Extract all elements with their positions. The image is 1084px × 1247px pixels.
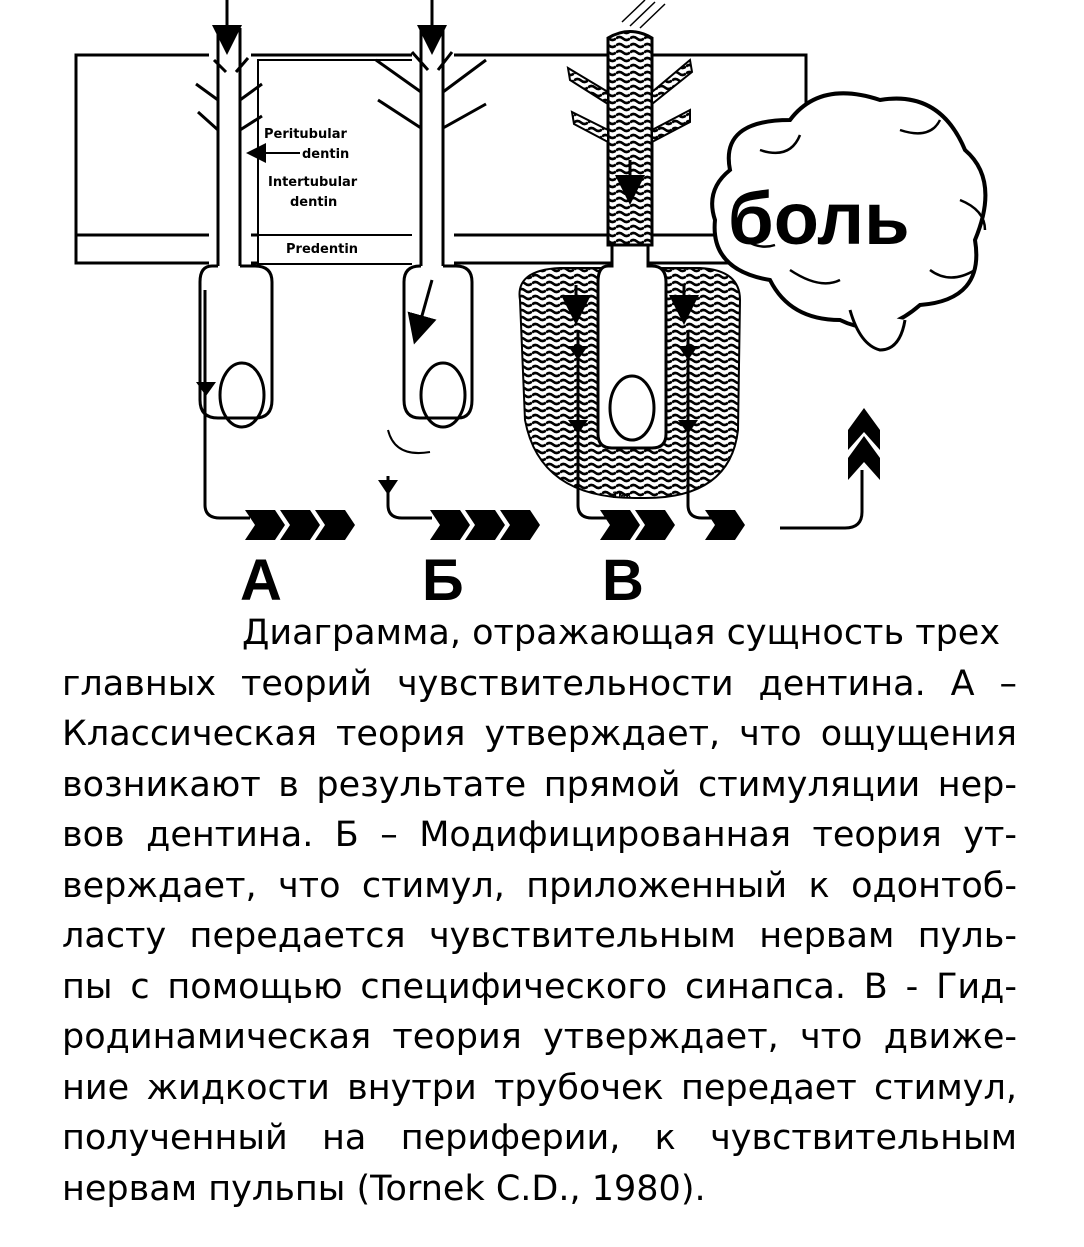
caption-line: ние жидкости внутри трубочек передает ст… xyxy=(62,1067,1017,1108)
caption-line: полученный на периферии, к чувствительны… xyxy=(62,1118,1017,1158)
synapse-mark: 1мк xyxy=(612,491,632,501)
ascending-chevrons xyxy=(848,408,880,480)
theory-a-label: А xyxy=(240,548,282,613)
intertubular-dentin-label: dentin xyxy=(290,195,337,210)
dentin-labels: Peritubular dentin Intertubular dentin P… xyxy=(246,127,358,257)
caption-line: возникают в результате прямой стимуляции… xyxy=(62,764,1017,805)
stimulus-rays-c xyxy=(621,0,666,29)
dentin-sensitivity-diagram: 1мк боль Peritubular dentin Intertubular… xyxy=(74,0,988,613)
signal-chevrons-c xyxy=(600,510,745,540)
odontoblast-a xyxy=(195,0,355,540)
caption-line: верждает, что стимул, приложенный к одон… xyxy=(62,865,1017,906)
theory-c-label: В xyxy=(602,548,644,613)
peritubular-label: Peritubular xyxy=(264,127,347,142)
figure-caption: Диаграмма, отражающая сущность трех глав… xyxy=(62,608,1017,1214)
predentin-label: Predentin xyxy=(286,242,358,257)
caption-line: нервам пульпы (Tornek C.D., 1980). xyxy=(62,1168,706,1209)
caption-line: родинамическая теория утверждает, что дв… xyxy=(62,1017,1017,1057)
caption-line: Диаграмма, отражающая сущность трех xyxy=(242,613,1001,653)
odontoblast-c: 1мк xyxy=(518,0,880,540)
peritubular-dentin-label: dentin xyxy=(302,147,349,162)
caption-line: ласту передается чувствительным нервам п… xyxy=(62,916,1017,956)
pain-label: боль xyxy=(728,177,910,260)
dentin-layer xyxy=(74,53,808,265)
caption-line: главных теорий чувствительности дентина.… xyxy=(62,663,1017,704)
signal-chevrons-b xyxy=(430,510,540,540)
brain-illustration: боль xyxy=(710,91,988,352)
signal-chevrons-a xyxy=(245,510,355,540)
theory-b-label: Б xyxy=(422,548,464,613)
caption-line: пы с помощью специфического синапса. В -… xyxy=(62,966,1017,1007)
odontoblast-b xyxy=(375,0,540,540)
caption-line: вов дентина. Б – Модифицированная теория… xyxy=(62,815,1017,855)
caption-line: Классическая теория утверждает, что ощущ… xyxy=(62,714,1017,754)
intertubular-label: Intertubular xyxy=(268,175,358,190)
